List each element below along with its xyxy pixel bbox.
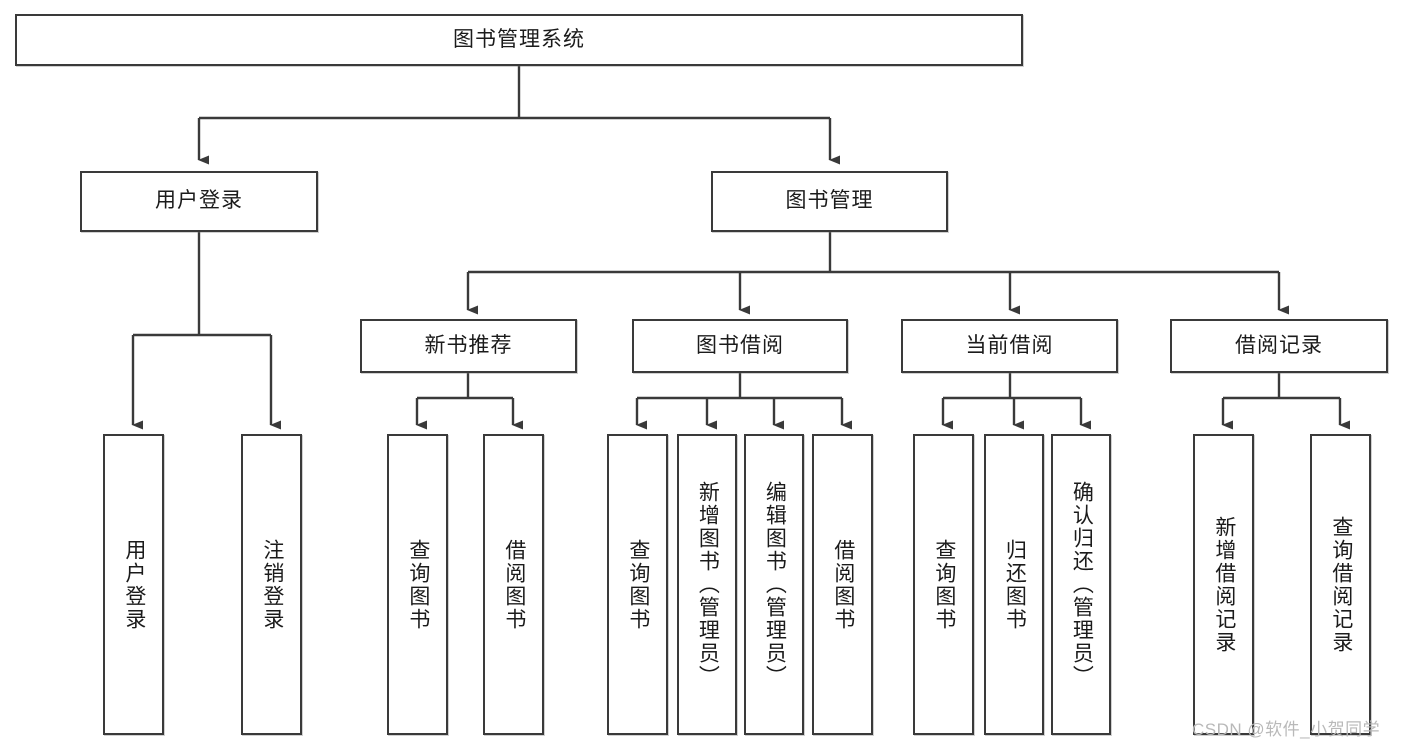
node-leaf-query-book-borrow[interactable]: 查询图书 <box>607 434 668 735</box>
node-leaf-user-login[interactable]: 用户登录 <box>103 434 164 735</box>
node-leaf-return-book[interactable]: 归还图书 <box>984 434 1044 735</box>
csdn-watermark: CSDN @软件_小贺同学 <box>1192 720 1381 739</box>
node-label: 图书管理 <box>785 189 874 213</box>
node-leaf-logout[interactable]: 注销登录 <box>241 434 302 735</box>
node-label: 用户登录 <box>122 538 146 631</box>
node-label: 用户登录 <box>155 189 243 213</box>
node-label: 新增图书（管理员） <box>696 481 720 688</box>
node-label: 查询图书 <box>626 538 650 631</box>
node-label: 注销登录 <box>260 538 284 631</box>
node-leaf-borrow-book[interactable]: 借阅图书 <box>812 434 873 735</box>
node-label: 查询图书 <box>932 538 956 631</box>
node-leaf-add-book-admin[interactable]: 新增图书（管理员） <box>677 434 737 735</box>
node-leaf-query-book-recommend[interactable]: 查询图书 <box>387 434 448 735</box>
node-root-system[interactable]: 图书管理系统 <box>15 14 1023 66</box>
node-label: 当前借阅 <box>965 333 1054 357</box>
node-leaf-borrow-book-recommend[interactable]: 借阅图书 <box>483 434 544 735</box>
node-user-login[interactable]: 用户登录 <box>80 171 318 232</box>
node-leaf-query-borrow-record[interactable]: 查询借阅记录 <box>1310 434 1371 735</box>
node-label: 确认归还（管理员） <box>1070 481 1094 688</box>
node-label: 借阅图书 <box>502 538 526 631</box>
node-label: 编辑图书（管理员） <box>763 481 787 688</box>
node-leaf-add-borrow-record[interactable]: 新增借阅记录 <box>1193 434 1254 735</box>
node-label: 新书推荐 <box>424 333 513 357</box>
node-leaf-query-book-current[interactable]: 查询图书 <box>913 434 974 735</box>
node-label: 查询图书 <box>406 538 430 631</box>
node-label: 借阅记录 <box>1235 333 1323 357</box>
node-borrow-record[interactable]: 借阅记录 <box>1170 319 1388 373</box>
node-label: 归还图书 <box>1003 538 1027 631</box>
node-leaf-confirm-return-admin[interactable]: 确认归还（管理员） <box>1051 434 1111 735</box>
node-leaf-edit-book-admin[interactable]: 编辑图书（管理员） <box>744 434 804 735</box>
node-label: 借阅图书 <box>831 538 855 631</box>
node-label: 新增借阅记录 <box>1212 515 1236 654</box>
node-label: 查询借阅记录 <box>1329 515 1353 654</box>
node-new-book-recommend[interactable]: 新书推荐 <box>360 319 577 373</box>
node-book-management[interactable]: 图书管理 <box>711 171 948 232</box>
node-label: 图书借阅 <box>696 333 784 357</box>
node-book-borrow[interactable]: 图书借阅 <box>632 319 848 373</box>
node-current-borrow[interactable]: 当前借阅 <box>901 319 1118 373</box>
node-label: 图书管理系统 <box>453 27 585 51</box>
